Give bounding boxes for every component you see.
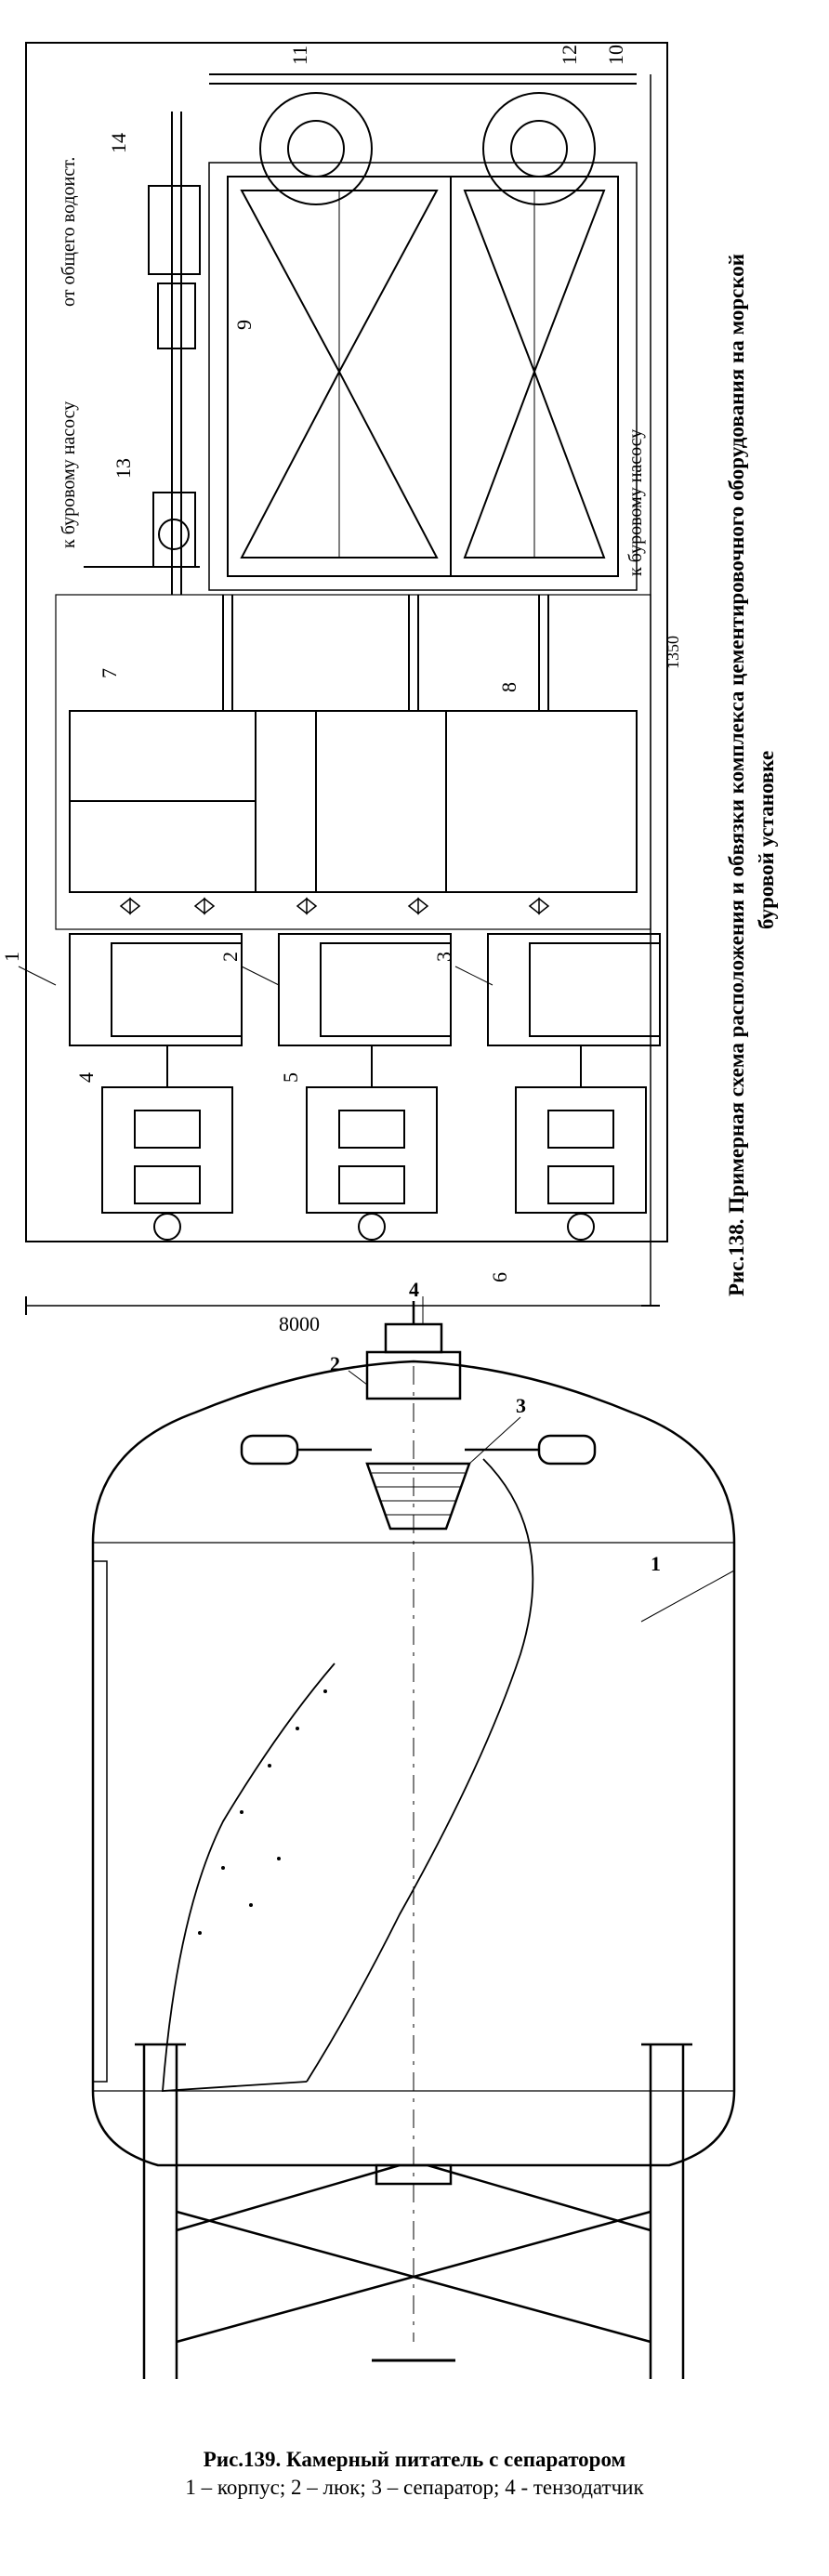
dim-height: 1350 xyxy=(664,636,682,669)
callout-5: 5 xyxy=(279,1072,302,1083)
callout-1: 1 xyxy=(0,952,23,962)
figure-139-chamber-feeder: 1 2 3 4 xyxy=(91,1278,736,2379)
platform-outline xyxy=(25,42,668,1242)
load-sensor-4 xyxy=(384,1322,443,1354)
callout-4: 4 xyxy=(74,1072,98,1083)
callout-7: 7 xyxy=(98,668,121,678)
callout-11: 11 xyxy=(288,46,311,65)
label-to-pump-bottom: к буровому насосу xyxy=(625,429,646,576)
dim-width: 8000 xyxy=(279,1312,320,1335)
vessel-body-1 xyxy=(91,1360,736,2167)
callout-3: 3 xyxy=(516,1394,526,1417)
callout-1: 1 xyxy=(651,1552,661,1575)
callout-2: 2 xyxy=(218,952,242,962)
caption-139-legend: 1 – корпус; 2 – люк; 3 – сепаратор; 4 - … xyxy=(185,2476,644,2499)
callout-13: 13 xyxy=(112,458,135,479)
callout-8: 8 xyxy=(497,682,520,692)
callout-9: 9 xyxy=(232,320,256,330)
separator-3 xyxy=(365,1462,471,1531)
pump-14 xyxy=(148,185,201,275)
label-to-pump-top: к буровому насосу xyxy=(59,401,79,548)
caption-139: Рис.139. Камерный питатель с сепаратором… xyxy=(0,2446,829,2502)
callout-12: 12 xyxy=(558,45,581,65)
caption-139-title: Рис.139. Камерный питатель с сепаратором xyxy=(203,2448,626,2471)
unit-12 xyxy=(482,92,596,205)
caption-138-line2: буровой установке xyxy=(755,751,778,929)
callout-3: 3 xyxy=(432,952,455,962)
callout-10: 10 xyxy=(604,45,627,65)
callout-6: 6 xyxy=(488,1272,511,1282)
callout-14: 14 xyxy=(107,133,130,153)
caption-138-line1: Рис.138. Примерная схема расположения и … xyxy=(725,254,748,1296)
label-water-supply: от общего водоист. xyxy=(59,157,79,307)
callout-2: 2 xyxy=(330,1352,340,1375)
unit-11 xyxy=(259,92,373,205)
callout-4: 4 xyxy=(409,1278,419,1301)
figure-138-cementing-layout: 8000 1350 к буровому насосу от общего во… xyxy=(0,42,778,1335)
